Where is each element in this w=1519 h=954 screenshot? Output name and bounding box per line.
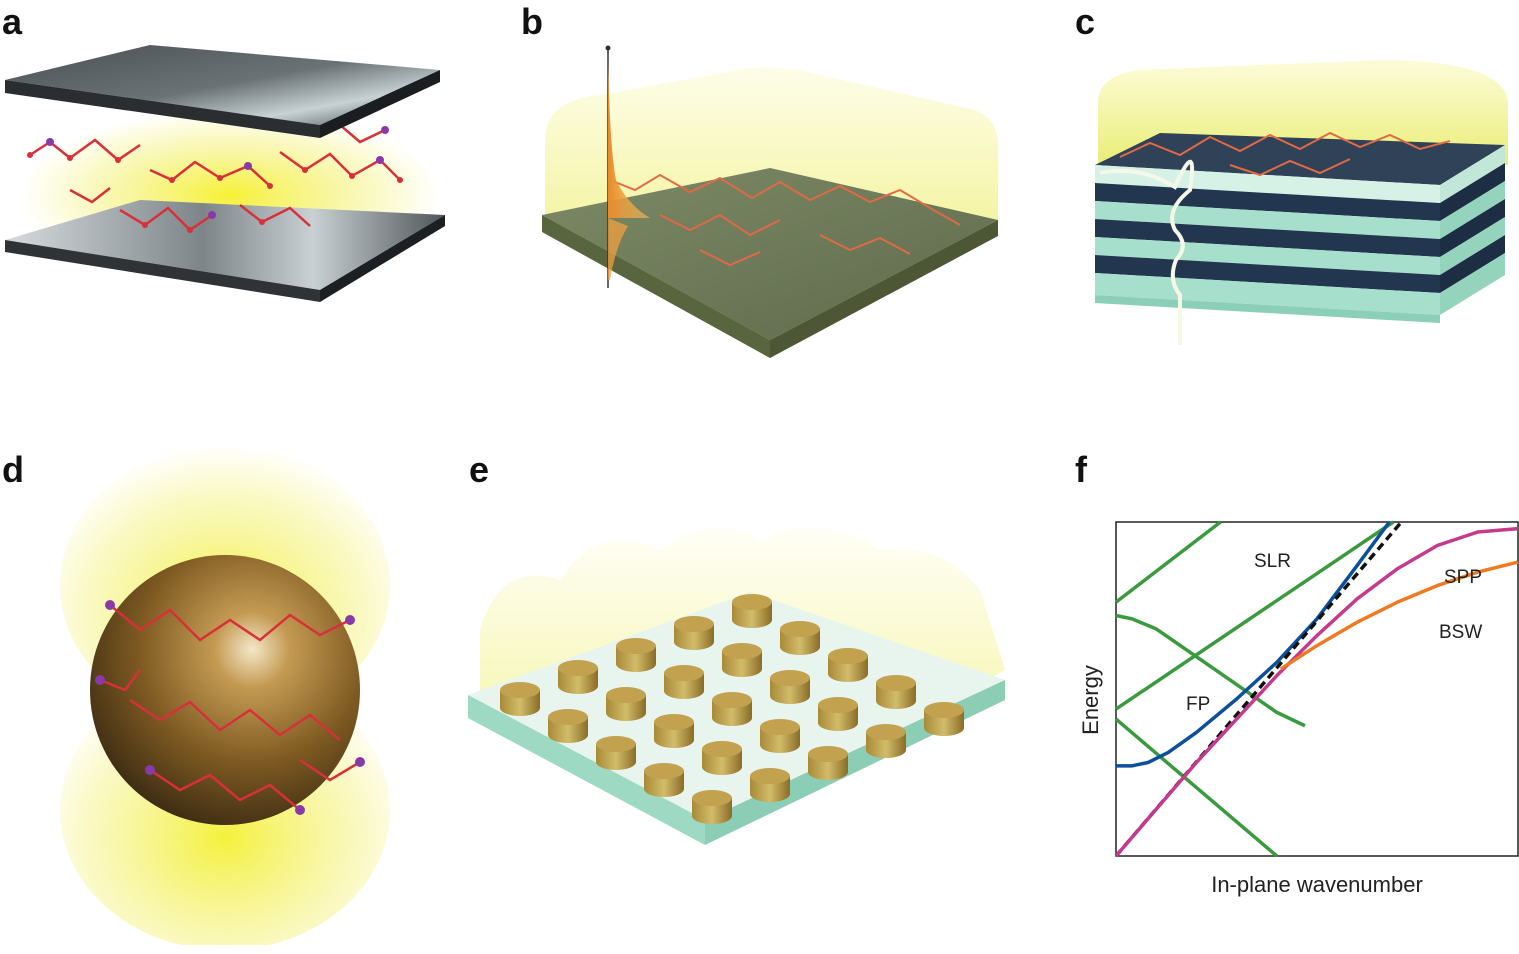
plot-frame [1115,521,1519,857]
gold-nanodisc [866,724,906,758]
plasmonic-film-illustration [542,45,999,358]
gold-nanodisc [780,621,820,655]
gold-nanodisc [596,736,636,770]
gold-nanodisc [606,687,646,721]
bloch-surface-wave-multilayer-illustration [1095,60,1508,345]
series-label-slr: SLR [1254,551,1291,572]
series-line-fp [1116,520,1391,768]
series-label-fp: FP [1186,694,1210,715]
plasmonic-nanoparticle-illustration [60,445,390,945]
gold-nanodisc [770,670,810,704]
series-label-spp: SPP [1444,567,1482,588]
series-label-bsw: BSW [1439,622,1482,643]
series-line-green-line-3 [1114,717,1278,858]
gold-nanodisc [500,682,540,716]
series-line-bsw [1279,560,1519,671]
gold-nanodisc [712,692,752,726]
panel-label-a: a [2,1,23,42]
fabry-perot-cavity-illustration [5,45,445,302]
series-line-green-line-2 [1115,613,1306,728]
nanoparticle-array-illustration [468,527,1005,845]
gold-nanodisc [760,719,800,753]
gold-nanodisc [548,709,588,743]
gold-nanodisc [876,675,916,709]
gold-nanodisc [558,660,598,694]
gold-nanodisc [750,768,790,802]
gold-nanodisc [616,638,656,672]
gold-nanodisc [664,665,704,699]
panel-label-d: d [2,449,24,490]
gold-nanodisc [644,763,684,797]
gold-nanodisc [818,697,858,731]
gold-nanodisc [702,741,742,775]
gold-nanodisc [732,594,772,628]
x-axis-label: In-plane wavenumber [1211,872,1423,897]
gold-nanodisc [924,702,964,736]
gold-nanodisc [692,790,732,824]
series-line-light-line [1114,520,1403,858]
panel-label-c: c [1075,1,1096,42]
series-line-slr [1114,520,1222,604]
gold-nanodisc [654,714,694,748]
series-line-spp [1114,526,1519,858]
gold-nanodisc [674,616,714,650]
y-axis-label: Energy [1078,665,1103,735]
panel-label-e: e [469,449,490,490]
series-line-green-line-1 [1115,520,1395,711]
dispersion-chart: SLR SPP BSW FP In-plane wavenumber Energ… [1078,520,1519,897]
gold-nanodisc [828,648,868,682]
panel-label-b: b [521,1,543,42]
panel-label-f: f [1075,449,1087,490]
gold-nanodisc [722,643,762,677]
gold-nanodisc [808,746,848,780]
